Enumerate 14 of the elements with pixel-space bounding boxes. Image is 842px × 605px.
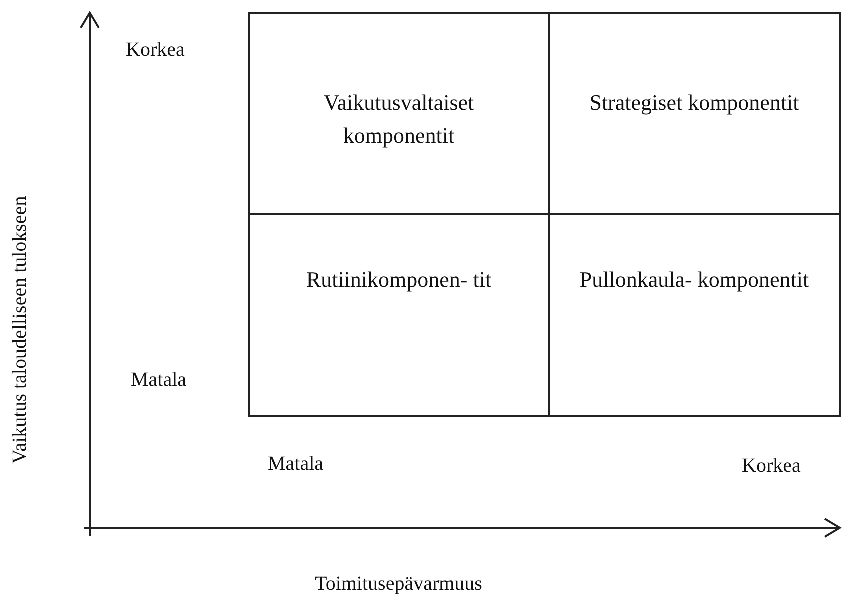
matrix-cell	[548, 213, 841, 417]
axis-level-label: Matala	[268, 452, 324, 476]
axis-title: Toimitusepävarmuus	[315, 572, 482, 596]
matrix-cell	[548, 12, 841, 215]
cell-text: Rutiinikomponen- tit	[305, 266, 493, 294]
axis-level-label: Matala	[131, 368, 187, 392]
axis-title: Vaikutus taloudelliseen tulokseen	[8, 196, 32, 464]
matrix-cell	[248, 213, 550, 417]
cell-text: Strategiset komponentit	[588, 89, 800, 117]
matrix-cell	[248, 12, 550, 215]
cell-text: Vaikutusvaltaiset komponentit	[322, 89, 476, 150]
axis-level-label: Korkea	[742, 454, 801, 478]
axis-level-label: Korkea	[126, 38, 185, 62]
cell-text: Pullonkaula- komponentit	[578, 266, 810, 294]
